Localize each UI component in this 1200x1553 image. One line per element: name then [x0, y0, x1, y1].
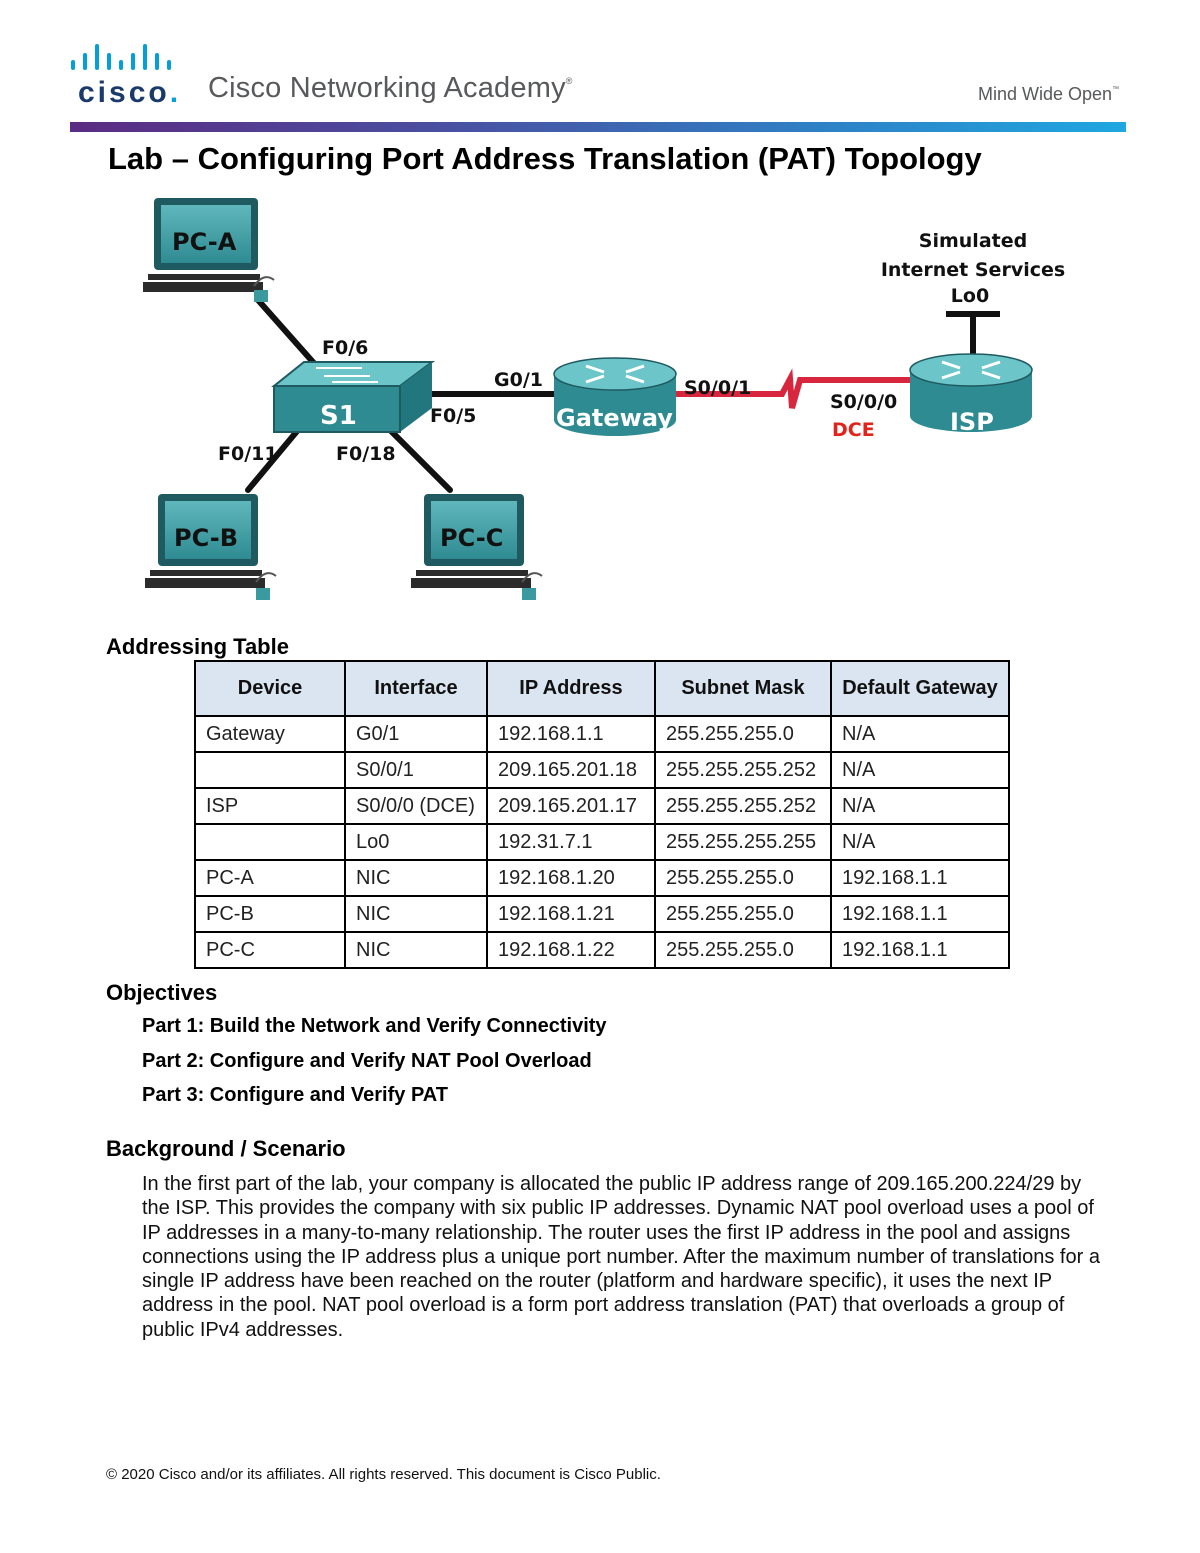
header-divider	[70, 122, 1126, 132]
background-paragraph: In the first part of the lab, your compa…	[142, 1173, 1100, 1341]
addressing-table-title: Addressing Table	[106, 634, 289, 659]
port-label-f0-11: F0/11	[218, 443, 278, 465]
cell-subnet-mask: 255.255.255.0	[654, 931, 832, 969]
objectives-title: Objectives	[106, 980, 218, 1005]
tagline: Mind Wide Open™	[978, 84, 1120, 104]
pc-c-icon	[411, 494, 543, 600]
table-row: PC-C NIC 192.168.1.22 255.255.255.0 192.…	[194, 931, 1010, 969]
table-row: Gateway G0/1 192.168.1.1 255.255.255.0 N…	[194, 715, 1010, 753]
cell-device: PC-C	[194, 931, 346, 969]
ethernet-links	[245, 297, 557, 493]
isp-router-icon	[909, 353, 1033, 432]
cell-default-gateway: N/A	[830, 715, 1010, 753]
svg-text:cisco.: cisco.	[78, 76, 181, 106]
page-title: Lab – Configuring Port Address Translati…	[108, 141, 982, 176]
pc-a-icon	[143, 198, 275, 302]
cell-default-gateway: N/A	[830, 823, 1010, 861]
serial-link	[676, 368, 910, 409]
cell-device: ISP	[194, 787, 346, 825]
switch-label: S1	[320, 401, 357, 431]
cell-default-gateway: 192.168.1.1	[830, 859, 1010, 897]
internet-label-line1: Simulated	[919, 230, 1027, 252]
pc-b-label: PC-B	[174, 524, 238, 552]
cell-subnet-mask: 255.255.255.0	[654, 895, 832, 933]
dce-label: DCE	[832, 419, 875, 441]
cell-device: PC-B	[194, 895, 346, 933]
pc-a-label: PC-A	[172, 228, 237, 256]
logo-word: cisco	[78, 76, 170, 106]
port-label-s0-0-1: S0/0/1	[684, 377, 751, 399]
cell-subnet-mask: 255.255.255.0	[654, 715, 832, 753]
cell-device	[194, 823, 346, 861]
objective-part-1: Part 1: Build the Network and Verify Con…	[142, 1015, 607, 1037]
cisco-logo: cisco.	[71, 44, 181, 106]
addressing-table: Device Interface IP Address Subnet Mask …	[194, 660, 1010, 969]
pc-b-icon	[145, 494, 277, 600]
pc-c-label: PC-C	[440, 524, 503, 552]
cell-interface: NIC	[344, 895, 488, 933]
switch-s1-icon	[271, 361, 435, 433]
header-ip-address: IP Address	[486, 660, 656, 717]
port-label-s0-0-0: S0/0/0	[830, 391, 897, 413]
header-default-gateway: Default Gateway	[830, 660, 1010, 717]
isp-label: ISP	[950, 408, 994, 436]
copyright-footer: © 2020 Cisco and/or its affiliates. All …	[106, 1466, 661, 1483]
header-device: Device	[194, 660, 346, 717]
cell-device	[194, 751, 346, 789]
cell-ip-address: 192.168.1.21	[486, 895, 656, 933]
port-label-f0-18: F0/18	[336, 443, 396, 465]
cell-interface: NIC	[344, 931, 488, 969]
table-header-row: Device Interface IP Address Subnet Mask …	[194, 660, 1010, 717]
table-row: Lo0 192.31.7.1 255.255.255.255 N/A	[194, 823, 1010, 861]
port-label-f0-6: F0/6	[322, 337, 368, 359]
gateway-router-icon	[553, 357, 677, 436]
cell-ip-address: 192.168.1.22	[486, 931, 656, 969]
cell-ip-address: 209.165.201.18	[486, 751, 656, 789]
cell-subnet-mask: 255.255.255.0	[654, 859, 832, 897]
cell-interface: G0/1	[344, 715, 488, 753]
cell-interface: S0/0/0 (DCE)	[344, 787, 488, 825]
cell-default-gateway: N/A	[830, 751, 1010, 789]
internet-label-line2: Internet Services	[881, 259, 1065, 281]
port-label-f0-5: F0/5	[430, 405, 476, 427]
objective-part-2: Part 2: Configure and Verify NAT Pool Ov…	[142, 1050, 592, 1072]
cell-subnet-mask: 255.255.255.255	[654, 823, 832, 861]
cell-default-gateway: N/A	[830, 787, 1010, 825]
table-row: S0/0/1 209.165.201.18 255.255.255.252 N/…	[194, 751, 1010, 789]
table-row: ISP S0/0/0 (DCE) 209.165.201.17 255.255.…	[194, 787, 1010, 825]
table-row: PC-B NIC 192.168.1.21 255.255.255.0 192.…	[194, 895, 1010, 933]
cell-interface: Lo0	[344, 823, 488, 861]
cell-ip-address: 192.31.7.1	[486, 823, 656, 861]
cell-ip-address: 192.168.1.20	[486, 859, 656, 897]
cell-subnet-mask: 255.255.255.252	[654, 787, 832, 825]
cell-interface: S0/0/1	[344, 751, 488, 789]
cell-ip-address: 192.168.1.1	[486, 715, 656, 753]
loopback-symbol	[946, 311, 1000, 358]
cell-ip-address: 209.165.201.17	[486, 787, 656, 825]
cell-interface: NIC	[344, 859, 488, 897]
background-title: Background / Scenario	[106, 1136, 346, 1161]
cell-device: PC-A	[194, 859, 346, 897]
brand-name: Cisco Networking Academy®	[208, 72, 573, 104]
gateway-label: Gateway	[556, 404, 673, 432]
table-row: PC-A NIC 192.168.1.20 255.255.255.0 192.…	[194, 859, 1010, 897]
topology-diagram: PC-A S1 Gateway	[143, 198, 1065, 600]
cell-device: Gateway	[194, 715, 346, 753]
header-interface: Interface	[344, 660, 488, 717]
cell-default-gateway: 192.168.1.1	[830, 931, 1010, 969]
loopback-label: Lo0	[951, 285, 989, 307]
objective-part-3: Part 3: Configure and Verify PAT	[142, 1084, 448, 1106]
header-subnet-mask: Subnet Mask	[654, 660, 832, 717]
cell-subnet-mask: 255.255.255.252	[654, 751, 832, 789]
cell-default-gateway: 192.168.1.1	[830, 895, 1010, 933]
port-label-g0-1: G0/1	[494, 369, 543, 391]
